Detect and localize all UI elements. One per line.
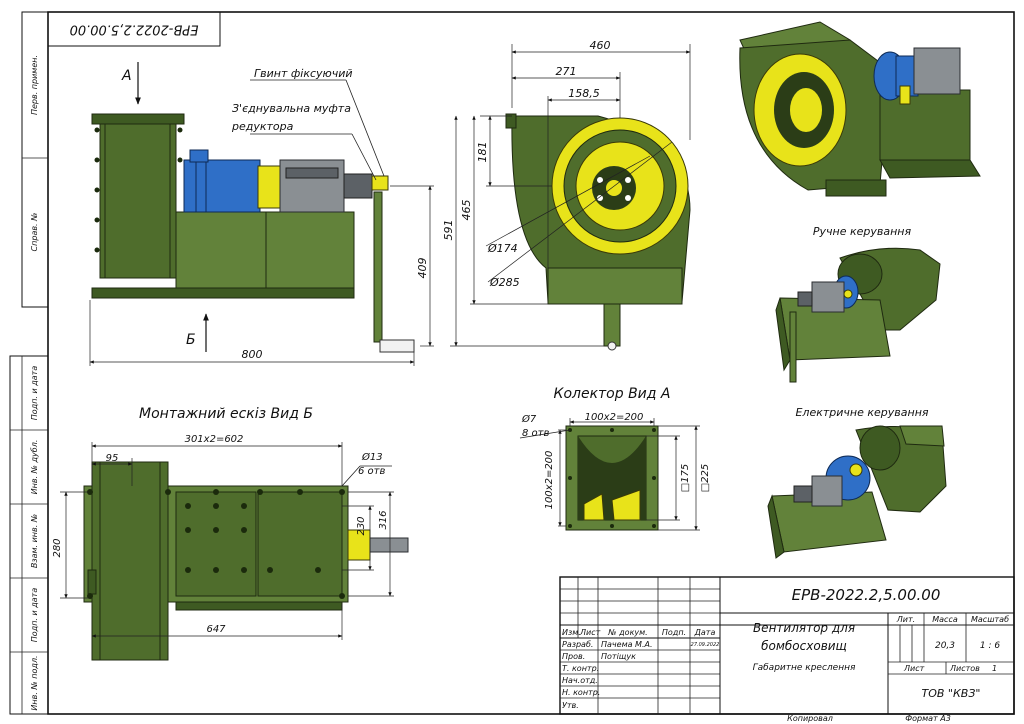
tb-format: Формат А3 (905, 714, 951, 723)
tb-col-doc: № докум. (607, 628, 647, 637)
mount-dim-95: 95 (106, 453, 119, 464)
tb-mass-label: Масса (932, 615, 958, 624)
tb-row-tkontr: Т. контр. (562, 664, 599, 673)
callout-screw: Гвинт фіксуючий (254, 67, 353, 80)
side-view (89, 62, 434, 366)
side-fan-housing (99, 113, 177, 279)
tb-sheets-label: Листов (949, 664, 980, 673)
mount-title: Монтажний ескіз Вид Б (139, 406, 313, 422)
mount-view (60, 442, 409, 661)
dim-800: 800 (242, 348, 263, 361)
tb-row-utv: Утв. (562, 701, 579, 710)
tb-row-razrab: Разраб. (562, 640, 593, 649)
collector-dim-h: 100х2=200 (544, 451, 555, 510)
tb-row-nkontr: Н. контр. (562, 688, 600, 697)
arrow-b-label: Б (186, 332, 196, 348)
tb-col-izm: Изм. (562, 628, 581, 637)
tb-razrab-name: Пачема М.А. (601, 640, 653, 649)
tb-lit-label: Лит. (896, 615, 915, 624)
side-handle (373, 191, 383, 343)
mount-dim-316: 316 (378, 510, 389, 529)
side-label-podp-2: Подп. и дата (30, 588, 39, 643)
tb-name-2: бомбосховищ (761, 639, 847, 653)
electric-label: Електричне керування (795, 406, 928, 419)
side-label-podp-1: Подп. и дата (30, 366, 39, 421)
dia-285: Ø285 (489, 276, 520, 289)
side-label-vzam: Взам. инв. № (30, 514, 39, 568)
dim-409: 409 (416, 258, 429, 279)
tb-sheets-value: 1 (992, 664, 997, 673)
mount-dim-647: 647 (206, 624, 226, 635)
mount-hole-dia: Ø13 (361, 451, 383, 463)
mount-dim-230: 230 (356, 516, 367, 535)
tb-col-list: Лист (579, 628, 601, 637)
tb-scale-label: Масштаб (971, 615, 1009, 624)
render-manual (775, 247, 941, 383)
dim-591: 591 (442, 220, 455, 241)
dim-271: 271 (556, 65, 577, 78)
tb-mass-value: 20,3 (935, 641, 955, 651)
tb-copied: Копировал (787, 714, 833, 723)
side-label-sprav: Справ. № (30, 213, 39, 252)
tb-col-date: Дата (694, 628, 716, 637)
side-label-inv-podl: Инв. № подл. (30, 655, 39, 710)
dim-460: 460 (590, 39, 611, 52)
dim-181: 181 (476, 142, 489, 163)
arrow-a-label: А (121, 68, 132, 84)
tb-name-1: Вентилятор для (753, 621, 855, 635)
side-label-perv: Перв. примен. (30, 55, 39, 115)
render-main (739, 21, 981, 197)
tb-col-sign: Подп. (662, 628, 686, 637)
render-electric (767, 425, 947, 559)
side-base-frame (175, 211, 355, 299)
dim-465: 465 (460, 200, 473, 221)
tb-sheet-label: Лист (903, 664, 925, 673)
manual-label: Ручне керування (813, 225, 912, 238)
side-labels: Перв. примен. Справ. № Подп. и дата Инв.… (30, 55, 39, 711)
collector-hole-dia: Ø7 (521, 413, 537, 425)
collector-dim-175: □175 (680, 464, 691, 493)
side-motor (183, 159, 261, 213)
tb-row-prov: Пров. (562, 652, 585, 661)
tb-prov-name: Потіщук (601, 652, 636, 661)
title-block (559, 576, 1015, 715)
collector-dim-225: □225 (700, 464, 711, 493)
callout-coupling-1: З'єднувальна муфта (232, 102, 351, 115)
tb-row-nachotd: Нач.отд. (562, 676, 598, 685)
callout-coupling-2: редуктора (231, 120, 294, 133)
mount-fan-housing (91, 461, 169, 661)
drawing-frame (9, 11, 1015, 715)
tb-code: ЕРВ-2022.2,5.00.00 (792, 586, 941, 604)
mount-dim-602: 301х2=602 (185, 434, 244, 445)
tb-subtitle: Габаритне креслення (753, 663, 856, 673)
mount-dim-280: 280 (52, 538, 63, 557)
collector-hole-count: 8 отв (522, 428, 549, 439)
stamp-code-rotated: ЕРВ-2022.2,5.00.00 (70, 22, 199, 37)
mount-hole-count: 6 отв (358, 466, 385, 477)
front-view (450, 44, 691, 351)
collector-title: Колектор Вид А (554, 386, 671, 402)
side-label-inv-dubl: Инв. № дубл. (30, 440, 39, 495)
dia-174: Ø174 (487, 242, 518, 255)
tb-razrab-date: 27.09.2022 (691, 642, 720, 648)
tb-scale-value: 1 : 6 (980, 641, 1000, 651)
dim-158: 158,5 (568, 87, 600, 100)
collector-view (519, 418, 700, 531)
collector-dim-w: 100х2=200 (585, 412, 644, 423)
tb-org: ТОВ "КВЗ" (922, 687, 981, 700)
